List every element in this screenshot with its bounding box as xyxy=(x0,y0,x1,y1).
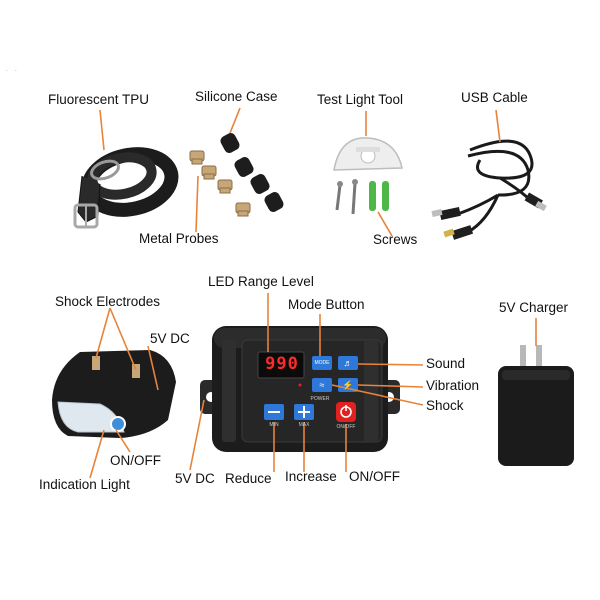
mode-button[interactable]: MODE xyxy=(312,356,332,370)
reduce-button[interactable] xyxy=(264,404,284,420)
label-usb-cable: USB Cable xyxy=(461,90,528,105)
label-charger: 5V Charger xyxy=(499,300,569,315)
power-button[interactable] xyxy=(336,402,356,422)
bottom-callout-lines xyxy=(89,293,537,479)
sound-button[interactable]: ♬ xyxy=(338,356,358,370)
label-remote-on-off: ON/OFF xyxy=(349,469,400,484)
label-collar-5v-dc: 5V DC xyxy=(150,331,190,346)
usb-connectors xyxy=(431,192,547,240)
label-indication-light: Indication Light xyxy=(39,477,130,492)
remote-buttons xyxy=(264,356,358,422)
label-fluorescent-tpu: Fluorescent TPU xyxy=(48,92,150,107)
label-metal-probes: Metal Probes xyxy=(139,231,219,246)
onoff-text: ON/OFF xyxy=(336,424,356,430)
collar-receiver xyxy=(52,350,176,438)
vibration-icon: ≈ xyxy=(319,380,325,390)
label-shock-electrodes: Shock Electrodes xyxy=(55,294,161,309)
metal-probes xyxy=(189,150,251,217)
label-led-range-level: LED Range Level xyxy=(208,274,314,289)
label-mode-button: Mode Button xyxy=(288,297,365,312)
speaker-icon: ♬ xyxy=(343,358,353,368)
label-vibration: Vibration xyxy=(426,378,480,393)
top-callout-lines xyxy=(99,107,501,237)
max-text: MAX xyxy=(298,422,310,428)
collar-power-button[interactable] xyxy=(110,416,126,432)
usb-cable xyxy=(457,139,534,234)
label-sound: Sound xyxy=(426,356,466,371)
label-shock: Shock xyxy=(426,398,464,413)
label-reduce: Reduce xyxy=(225,471,272,486)
label-remote-5v-dc: 5V DC xyxy=(175,471,215,486)
power-text: POWER xyxy=(310,396,330,402)
label-silicone-case: Silicone Case xyxy=(195,89,278,104)
usb-charger xyxy=(498,345,574,466)
tpu-collar-strap xyxy=(73,147,179,229)
decorative-mark: ˙ ˙ xyxy=(6,69,20,78)
shock-button[interactable]: ⚡ xyxy=(338,378,358,392)
lightning-icon: ⚡ xyxy=(342,380,354,390)
label-screws: Screws xyxy=(373,232,418,247)
label-test-light-tool: Test Light Tool xyxy=(317,92,404,107)
label-collar-on-off: ON/OFF xyxy=(110,453,161,468)
led-range-display: 990 xyxy=(265,354,299,374)
remote-control xyxy=(200,326,400,452)
mode-button-text: MODE xyxy=(314,360,330,366)
vibration-button[interactable]: ≈ xyxy=(312,378,332,392)
silicone-cases xyxy=(220,133,284,212)
min-text: MIN xyxy=(269,422,279,428)
increase-button[interactable] xyxy=(294,404,314,420)
test-light-tool xyxy=(333,137,403,171)
label-increase: Increase xyxy=(285,469,337,484)
screws xyxy=(335,179,389,215)
